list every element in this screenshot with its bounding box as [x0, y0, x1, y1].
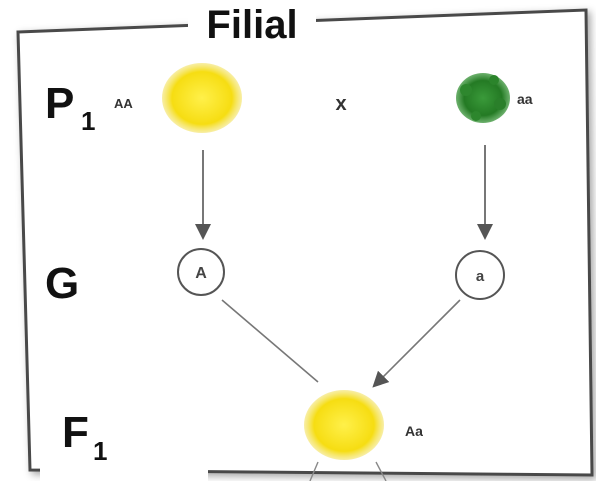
row-label-p-subscript: 1 [81, 106, 95, 136]
row-label-f-subscript: 1 [93, 436, 107, 466]
offspring-lower-line-right [375, 461, 387, 481]
row-label-g: G [45, 259, 79, 308]
gamete-left-circle [177, 248, 225, 296]
offspring-genotype: Aa [405, 423, 423, 439]
offspring-yellow-pea [304, 390, 384, 460]
title-background [188, 0, 316, 46]
parent-right-green-pea [456, 73, 510, 123]
row-label-f: F [62, 408, 89, 457]
parent-left-genotype: AA [114, 96, 133, 111]
cross-symbol: x [335, 93, 346, 115]
diagram-frame [16, 8, 594, 477]
line-right-gamete-to-offspring [372, 299, 461, 388]
offspring-lower-line-left [309, 461, 319, 481]
parent-left-yellow-pea [162, 63, 242, 133]
gamete-right-allele: a [476, 268, 485, 285]
line-left-gamete-to-offspring [221, 299, 319, 383]
parent-right-genotype: aa [517, 91, 533, 107]
row-label-p: P [45, 79, 74, 128]
gamete-right-circle [455, 250, 505, 300]
diagram-title: Filial [206, 3, 297, 47]
gamete-left-allele: A [195, 265, 207, 282]
bottom-left-cover [40, 463, 208, 481]
